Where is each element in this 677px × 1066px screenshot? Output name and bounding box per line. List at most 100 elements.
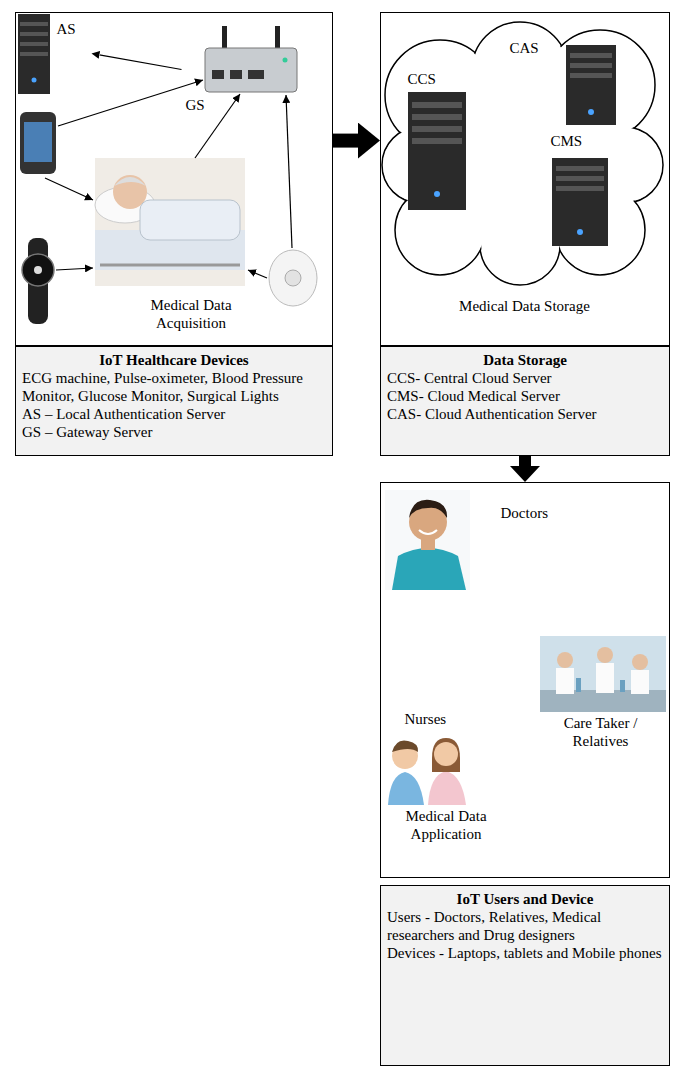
- gateway-port: [248, 70, 264, 79]
- labelled-icon: AS: [17, 14, 92, 94]
- node-label: CMS: [551, 132, 583, 150]
- data-arrow: [56, 268, 93, 270]
- blanket: [140, 200, 240, 240]
- box-text: CAS- Cloud Authentication Server: [387, 405, 663, 423]
- lab-coat: [596, 663, 614, 693]
- labelled-icon: GS: [182, 24, 302, 116]
- server-bay: [570, 53, 612, 58]
- box-text: AS – Local Authentication Server: [22, 405, 326, 423]
- lab-coat: [556, 668, 574, 694]
- server-light: [434, 191, 440, 197]
- wristband-face: [22, 254, 54, 286]
- server-bay: [20, 42, 48, 46]
- caption-box: IoT Healthcare DevicesECG machine, Pulse…: [15, 346, 333, 456]
- box-text: ECG machine, Pulse-oximeter, Blood Press…: [22, 369, 326, 405]
- photo-ground: [385, 490, 470, 590]
- labelled-icon: CCS: [400, 68, 480, 218]
- node-label: Care Taker / Relatives: [546, 714, 656, 750]
- panel-box: DoctorsCare Taker / Relatives NursesMedic…: [380, 482, 670, 878]
- person-head: [632, 654, 648, 670]
- node-label: Nurses: [405, 710, 447, 728]
- server-body: [566, 45, 616, 125]
- watch-screen: [24, 122, 52, 162]
- box-text: Devices - Laptops, tablets and Mobile ph…: [387, 944, 663, 962]
- data-arrow: [248, 270, 267, 278]
- bed-rail: [100, 264, 240, 267]
- antenna: [222, 26, 227, 50]
- wristband-dot: [34, 266, 42, 274]
- sensor-core: [285, 270, 301, 286]
- nurses-picture: [388, 738, 466, 805]
- node-label: CCS: [408, 70, 436, 88]
- photo-ground: [540, 636, 666, 712]
- labelled-icon: Doctors: [383, 488, 573, 593]
- box-text: GS – Gateway Server: [22, 423, 326, 441]
- server-icon: [552, 158, 608, 246]
- device-arrows: [45, 80, 292, 278]
- labelled-icon: Care Taker / Relatives: [535, 630, 668, 752]
- nurse-hair: [392, 740, 418, 752]
- server-bay: [20, 52, 48, 56]
- sensor-body: [269, 250, 317, 306]
- gateway-body: [205, 48, 297, 92]
- gateway-light: [283, 58, 288, 63]
- test-tube: [620, 680, 625, 692]
- node-label: GS: [186, 96, 205, 114]
- test-tube: [576, 678, 581, 692]
- smile: [419, 530, 437, 534]
- node-label: AS: [57, 20, 76, 38]
- server-body: [18, 14, 50, 94]
- wristband-icon: [22, 238, 54, 324]
- scrubs: [392, 548, 466, 590]
- server-bay: [412, 126, 462, 132]
- server-body: [552, 158, 608, 246]
- box-heading: Data Storage: [387, 351, 663, 369]
- watch-icon: [20, 112, 56, 174]
- server-bay: [412, 114, 462, 120]
- person-head: [597, 647, 613, 663]
- panel-box: CCSCASCMSMedical Data Storage: [380, 12, 670, 346]
- data-arrow: [99, 55, 181, 70]
- node-label: CAS: [510, 39, 539, 57]
- watch-body: [20, 112, 56, 174]
- lab-picture: [540, 636, 666, 712]
- block-arrow: [519, 456, 531, 466]
- gateway-port: [212, 70, 224, 79]
- server-light: [32, 78, 37, 83]
- labelled-icon: CMS: [545, 130, 615, 250]
- node-label: Medical Data Application: [391, 807, 501, 843]
- person-head: [557, 652, 573, 668]
- nurse-body: [388, 772, 424, 805]
- server-icon: [566, 45, 616, 125]
- box-text: CCS- Central Cloud Server: [387, 369, 663, 387]
- server-bay: [20, 22, 48, 26]
- doctor-picture: [385, 490, 470, 590]
- server-bay: [570, 63, 612, 68]
- server-light: [577, 229, 583, 235]
- lab-coat: [631, 670, 649, 694]
- block-arrow: [333, 134, 358, 148]
- node-label: Medical Data Acquisition: [131, 296, 251, 332]
- data-arrow: [58, 80, 203, 126]
- server-bay: [570, 73, 612, 78]
- cloud-border: [382, 22, 663, 285]
- gateway-icon: [205, 26, 297, 92]
- patient-picture: [95, 158, 245, 286]
- server-light: [588, 109, 594, 115]
- caption-box: IoT Users and DeviceUsers - Doctors, Rel…: [380, 885, 670, 1066]
- nurse-hair: [432, 738, 460, 772]
- gateway-port: [230, 70, 242, 79]
- caption-box: Data StorageCCS- Central Cloud ServerCMS…: [380, 346, 670, 456]
- server-bay: [556, 186, 604, 191]
- box-text: CMS- Cloud Medical Server: [387, 387, 663, 405]
- labelled-icon: CAS: [506, 35, 621, 127]
- nurse-head: [434, 742, 458, 766]
- server-icon: [18, 14, 50, 94]
- server-bay: [412, 138, 462, 144]
- box-heading: IoT Users and Device: [387, 890, 663, 908]
- server-bay: [20, 32, 48, 36]
- server-bay: [556, 176, 604, 181]
- patient-hair: [114, 177, 146, 186]
- cloud-fill: [383, 23, 662, 284]
- server-body: [408, 92, 466, 210]
